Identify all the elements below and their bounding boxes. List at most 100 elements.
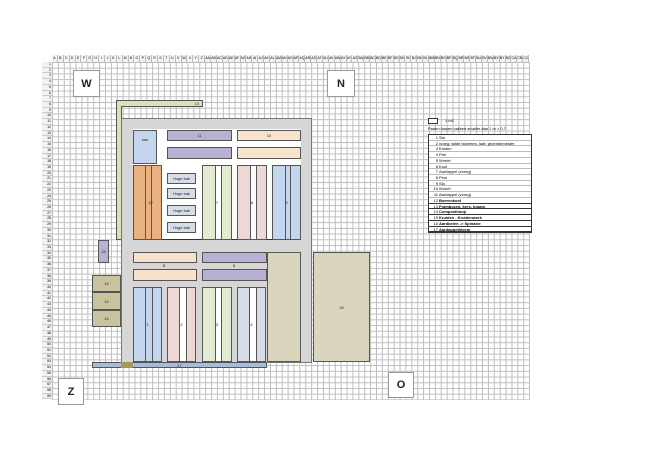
column-label[interactable]: BL (423, 55, 429, 62)
column-label[interactable]: AB (211, 55, 217, 62)
column-label[interactable]: N (129, 55, 135, 62)
column-label[interactable]: AI (253, 55, 259, 62)
row-label[interactable]: 3 (42, 73, 52, 80)
row-label[interactable]: 42 (42, 296, 52, 303)
row-label[interactable]: 59 (42, 394, 52, 400)
row-label[interactable]: 11 (42, 119, 52, 125)
row-label[interactable]: 46 (42, 319, 52, 326)
column-label[interactable]: AM (275, 55, 282, 62)
column-label[interactable]: AW (334, 55, 341, 62)
column-label[interactable]: AF (234, 55, 241, 62)
row-label[interactable]: 50 (42, 342, 52, 348)
column-label[interactable]: U (170, 55, 176, 62)
row-label[interactable]: 13 (42, 131, 52, 137)
column-label[interactable]: Q (146, 55, 153, 62)
column-label[interactable]: AQ (299, 55, 306, 62)
row-label[interactable]: 20 (42, 171, 52, 177)
row-label[interactable]: 53 (42, 359, 52, 366)
row-label[interactable]: 1 (42, 62, 52, 68)
row-label[interactable]: 40 (42, 285, 52, 291)
column-label[interactable]: CB (517, 55, 524, 62)
column-label[interactable]: BA (358, 55, 365, 62)
row-label[interactable]: 41 (42, 291, 52, 297)
column-label[interactable]: K (111, 55, 117, 62)
row-label[interactable]: 22 (42, 182, 52, 188)
column-label[interactable]: BG (393, 55, 400, 62)
column-label[interactable]: X (187, 55, 194, 62)
column-label[interactable]: BT (470, 55, 477, 62)
row-label[interactable]: 43 (42, 302, 52, 308)
row-label[interactable]: 28 (42, 216, 52, 223)
row-label[interactable]: 24 (42, 194, 52, 200)
row-label[interactable]: 36 (42, 262, 52, 268)
column-label[interactable]: AY (346, 55, 353, 62)
column-label[interactable]: BY (499, 55, 506, 62)
row-label[interactable]: 17 (42, 154, 52, 160)
column-label[interactable]: BS (464, 55, 471, 62)
row-label[interactable]: 48 (42, 331, 52, 337)
column-label[interactable]: AS (311, 55, 318, 62)
column-label[interactable]: AO (287, 55, 294, 62)
column-label[interactable]: D (70, 55, 76, 62)
row-label[interactable]: 47 (42, 325, 52, 331)
row-label[interactable]: 30 (42, 228, 52, 234)
column-label[interactable]: BU (476, 55, 483, 62)
column-label[interactable]: B (58, 55, 64, 62)
column-label[interactable]: AH (246, 55, 253, 62)
row-label[interactable]: 51 (42, 348, 52, 354)
column-label[interactable]: BX (493, 55, 500, 62)
row-label[interactable]: 26 (42, 205, 52, 211)
column-label[interactable]: Y (193, 55, 200, 62)
column-label[interactable]: AE (228, 55, 235, 62)
row-label[interactable]: 21 (42, 176, 52, 183)
column-label[interactable]: BF (387, 55, 394, 62)
column-label[interactable]: AA (205, 55, 212, 62)
column-label[interactable]: G (87, 55, 94, 62)
column-label[interactable]: V (176, 55, 182, 62)
row-label[interactable]: 25 (42, 199, 52, 205)
row-label[interactable]: 2 (42, 68, 52, 74)
row-label[interactable]: 18 (42, 159, 52, 165)
column-label[interactable]: AU (322, 55, 329, 62)
row-label[interactable]: 57 (42, 382, 52, 388)
column-label[interactable]: BO (440, 55, 447, 62)
column-label[interactable]: M (123, 55, 129, 62)
column-label[interactable]: J (105, 55, 111, 62)
row-label[interactable]: 35 (42, 256, 52, 263)
row-label[interactable]: 29 (42, 222, 52, 228)
column-label[interactable]: BH (399, 55, 406, 62)
row-label[interactable]: 5 (42, 85, 52, 91)
column-label[interactable]: E (76, 55, 82, 62)
column-label[interactable]: BE (381, 55, 388, 62)
row-label[interactable]: 31 (42, 234, 52, 240)
column-label[interactable]: AG (240, 55, 247, 62)
column-label[interactable]: F (81, 55, 88, 62)
column-label[interactable]: L (117, 55, 123, 62)
row-label[interactable]: 12 (42, 125, 52, 131)
column-label[interactable]: AL (270, 55, 276, 62)
row-label[interactable]: 58 (42, 388, 52, 394)
row-label[interactable]: 14 (42, 136, 52, 143)
row-label[interactable]: 16 (42, 148, 52, 154)
column-label[interactable]: Z (199, 55, 206, 62)
column-label[interactable]: O (134, 55, 141, 62)
column-label[interactable]: BD (375, 55, 382, 62)
column-label[interactable]: AD (222, 55, 229, 62)
column-label[interactable]: R (152, 55, 159, 62)
column-label[interactable]: BQ (452, 55, 459, 62)
column-label[interactable]: W (182, 55, 188, 62)
column-label[interactable]: BC (370, 55, 376, 62)
column-label[interactable]: I (99, 55, 106, 62)
row-label[interactable]: 15 (42, 142, 52, 148)
row-label[interactable]: 45 (42, 314, 52, 320)
column-label[interactable]: AN (281, 55, 288, 62)
column-label[interactable]: AZ (352, 55, 359, 62)
column-label[interactable]: BM (429, 55, 435, 62)
column-label[interactable]: T (164, 55, 170, 62)
row-label[interactable]: 54 (42, 365, 52, 371)
row-label[interactable]: 7 (42, 96, 52, 103)
column-label[interactable]: BN (434, 55, 441, 62)
row-label[interactable]: 4 (42, 79, 52, 85)
column-label[interactable]: BB (364, 55, 371, 62)
row-label[interactable]: 55 (42, 371, 52, 377)
